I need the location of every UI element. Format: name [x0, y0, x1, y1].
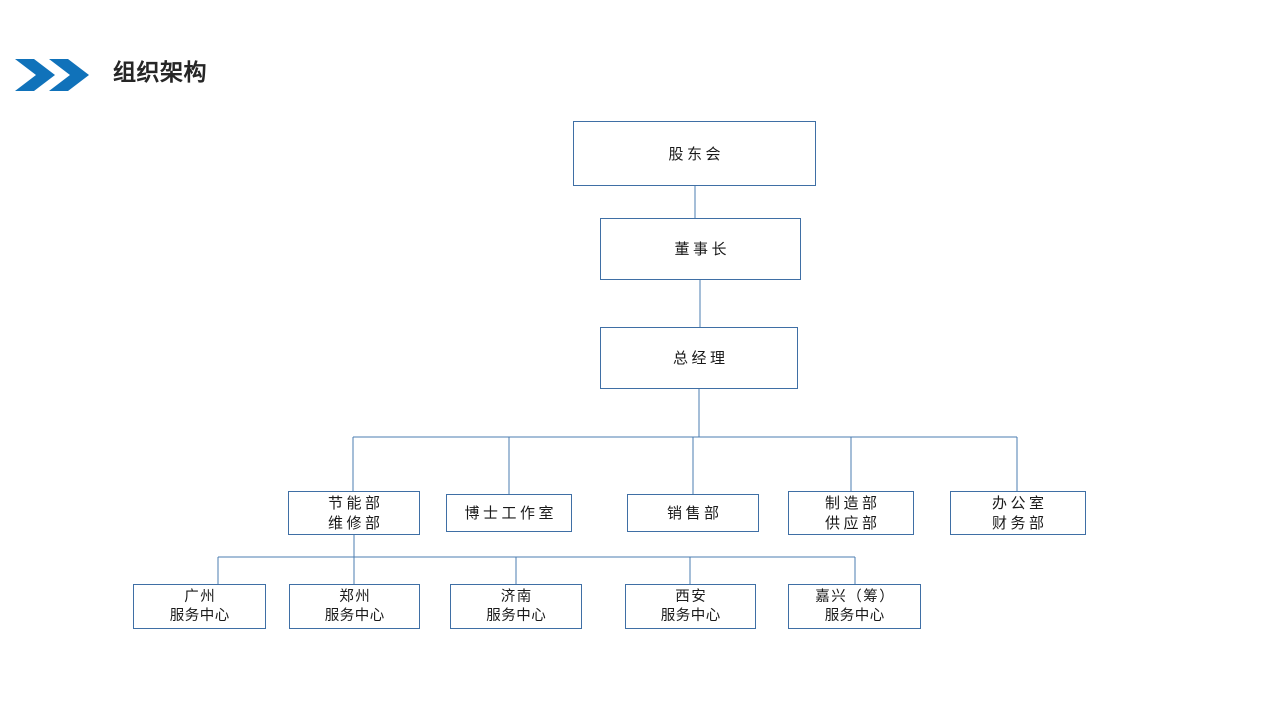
- org-node-jiaxing-service-center[interactable]: 嘉兴（筹） 服务中心: [788, 584, 921, 629]
- org-node-label: 股东会: [668, 144, 724, 163]
- org-node-chairman[interactable]: 董事长: [600, 218, 801, 280]
- org-node-manufacturing-supply[interactable]: 制造部 供应部: [788, 491, 914, 535]
- org-node-sales[interactable]: 销售部: [627, 494, 759, 532]
- org-node-label-line2: 维修部: [327, 514, 384, 532]
- org-node-label: 总经理: [672, 349, 729, 367]
- org-node-zhengzhou-service-center[interactable]: 郑州 服务中心: [289, 584, 420, 629]
- page-title: 组织架构: [113, 60, 207, 86]
- org-node-shareholders[interactable]: 股东会: [573, 121, 816, 186]
- org-node-label: 销售部: [666, 504, 723, 522]
- org-node-label-line1: 制造部: [824, 494, 881, 512]
- org-node-label-line1: 郑州: [339, 588, 372, 605]
- org-node-label-line2: 服务中心: [660, 607, 721, 624]
- org-node-label-line1: 济南: [500, 588, 533, 605]
- org-node-xian-service-center[interactable]: 西安 服务中心: [625, 584, 756, 629]
- double-chevron-icon: [14, 58, 90, 92]
- org-node-general-manager[interactable]: 总经理: [600, 327, 798, 389]
- org-node-energy-maintenance[interactable]: 节能部 维修部: [288, 491, 420, 535]
- org-node-label-line2: 服务中心: [824, 607, 885, 624]
- org-node-label-line1: 节能部: [327, 494, 384, 512]
- org-node-label: 博士工作室: [464, 504, 557, 522]
- org-node-label-line1: 西安: [675, 588, 708, 605]
- slide-header: 组织架构: [0, 48, 1280, 98]
- org-node-label-line2: 财务部: [991, 514, 1048, 532]
- org-node-office-finance[interactable]: 办公室 财务部: [950, 491, 1086, 535]
- org-node-label-line2: 服务中心: [486, 607, 547, 624]
- org-node-label-line1: 嘉兴（筹）: [815, 588, 896, 605]
- org-node-label-line1: 办公室: [991, 494, 1048, 512]
- org-node-label-line2: 服务中心: [324, 607, 385, 624]
- org-node-doctoral-workstation[interactable]: 博士工作室: [446, 494, 572, 532]
- org-node-jinan-service-center[interactable]: 济南 服务中心: [450, 584, 582, 629]
- org-node-label: 董事长: [674, 240, 730, 258]
- org-node-guangzhou-service-center[interactable]: 广州 服务中心: [133, 584, 266, 629]
- org-node-label-line1: 广州: [184, 588, 217, 605]
- org-node-label-line2: 供应部: [824, 514, 881, 532]
- org-node-label-line2: 服务中心: [169, 607, 230, 624]
